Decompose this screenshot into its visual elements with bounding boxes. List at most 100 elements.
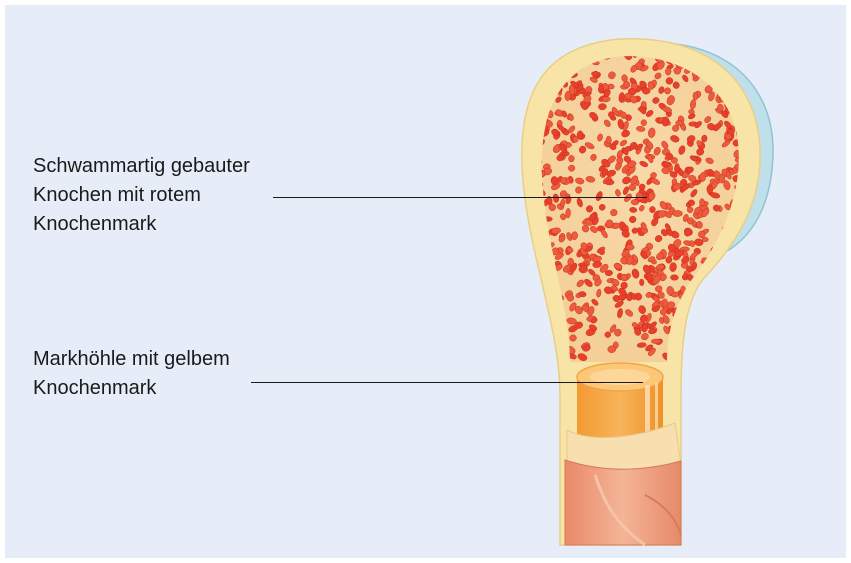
red-marrow-dot — [533, 65, 543, 76]
red-marrow-dot — [720, 358, 726, 365]
red-marrow-dot — [606, 220, 614, 228]
red-marrow-dot — [736, 298, 744, 306]
red-marrow-dot — [531, 282, 539, 288]
red-marrow-dot — [719, 303, 726, 308]
red-marrow-dot — [699, 305, 707, 314]
red-marrow-dot — [641, 119, 647, 126]
red-marrow-dot — [696, 310, 706, 318]
red-marrow-dot — [731, 47, 739, 55]
red-marrow-dot — [723, 308, 734, 318]
red-marrow-dot — [733, 248, 741, 256]
red-marrow-dot — [744, 271, 751, 280]
red-marrow-dot — [688, 332, 698, 337]
red-marrow-dot — [662, 299, 668, 308]
leader-line-marrow-cavity — [251, 382, 643, 383]
red-marrow-dot — [530, 313, 541, 323]
red-marrow-dot — [736, 47, 741, 53]
diagram-canvas: Schwammartig gebauter Knochen mit rotem … — [5, 5, 846, 558]
red-marrow-dot — [722, 331, 731, 337]
red-marrow-dot — [693, 92, 699, 100]
red-marrow-dot — [537, 327, 549, 339]
red-marrow-dot — [531, 313, 540, 323]
red-marrow-dot — [713, 324, 721, 333]
red-marrow-dot — [539, 340, 546, 349]
bone-illustration — [5, 5, 846, 558]
red-marrow-dot — [532, 317, 539, 325]
red-marrow-dot — [742, 294, 752, 304]
red-marrow-dot — [535, 298, 545, 305]
red-marrow-dot — [690, 311, 696, 321]
red-marrow-dot — [722, 312, 731, 321]
red-marrow-dot — [714, 301, 719, 310]
red-marrow-dot — [726, 287, 733, 295]
red-marrow-dot — [546, 48, 556, 59]
red-marrow-dot — [717, 264, 728, 273]
red-marrow-dot — [639, 279, 644, 286]
red-marrow-dot — [728, 46, 737, 53]
red-marrow-dot — [698, 295, 705, 303]
red-marrow-dot — [731, 335, 738, 342]
red-marrow-dot — [743, 53, 752, 60]
red-marrow-dot — [701, 298, 710, 307]
red-marrow-dot — [733, 294, 743, 303]
red-marrow-dot — [720, 275, 729, 283]
red-marrow-dot — [649, 206, 655, 213]
red-marrow-dot — [605, 180, 614, 186]
red-marrow-dot — [743, 249, 753, 259]
red-marrow-dot — [536, 362, 546, 372]
red-marrow-dot — [541, 323, 550, 333]
red-marrow-dot — [739, 284, 749, 290]
red-marrow-dot — [568, 155, 574, 162]
red-marrow-dot — [732, 293, 741, 302]
red-marrow-dot — [532, 58, 543, 69]
red-marrow-dot — [742, 323, 752, 334]
red-marrow-dot — [565, 208, 570, 218]
red-marrow-dot — [665, 68, 671, 76]
red-marrow-dot — [728, 301, 735, 311]
red-marrow-dot — [744, 283, 752, 291]
red-marrow-dot — [739, 329, 747, 338]
yellow-marrow-cylinder — [577, 363, 663, 441]
red-marrow-dot — [730, 47, 737, 53]
red-marrow-dot — [699, 199, 704, 207]
red-marrow-dot — [547, 46, 556, 56]
red-marrow-dot — [709, 353, 714, 359]
red-marrow-dot — [545, 54, 554, 63]
label-marrow-cavity-yellow-marrow: Markhöhle mit gelbem Knochenmark — [33, 345, 230, 403]
red-marrow-dot — [702, 292, 710, 299]
red-marrow-dot — [745, 337, 753, 344]
red-marrow-dot — [729, 278, 736, 285]
red-marrow-dot — [710, 273, 720, 280]
red-marrow-dot — [697, 310, 708, 319]
red-marrow-dot — [742, 257, 753, 267]
red-marrow-dot — [712, 274, 722, 281]
leader-line-spongy-bone — [273, 197, 647, 198]
red-marrow-dot — [734, 264, 743, 274]
red-marrow-dot — [542, 318, 550, 324]
red-marrow-dot — [733, 331, 742, 342]
red-marrow-dot — [739, 262, 746, 271]
red-marrow-dot — [573, 136, 579, 142]
red-marrow-dot — [702, 237, 708, 242]
red-marrow-dot — [661, 161, 671, 167]
red-marrow-dot — [730, 54, 737, 61]
red-marrow-dot — [714, 281, 724, 291]
red-marrow-dot — [732, 277, 741, 286]
red-marrow-dot — [584, 257, 591, 262]
red-marrow-dot — [741, 248, 750, 257]
red-marrow-dot — [616, 157, 623, 165]
red-marrow-dot — [701, 299, 711, 308]
red-marrow-dot — [704, 290, 710, 299]
red-marrow-dot — [670, 274, 678, 280]
red-marrow-dot — [726, 322, 736, 331]
red-marrow-dot — [642, 88, 650, 95]
red-marrow-dot — [724, 310, 731, 319]
red-marrow-dot — [548, 52, 558, 61]
red-marrow-dot — [735, 276, 744, 282]
red-marrow-dot — [651, 339, 660, 344]
red-marrow-dot — [674, 163, 680, 173]
red-marrow-dot — [745, 264, 755, 273]
red-marrow-dot — [745, 347, 754, 354]
periosteum — [565, 460, 681, 545]
red-marrow-dot — [713, 272, 722, 283]
